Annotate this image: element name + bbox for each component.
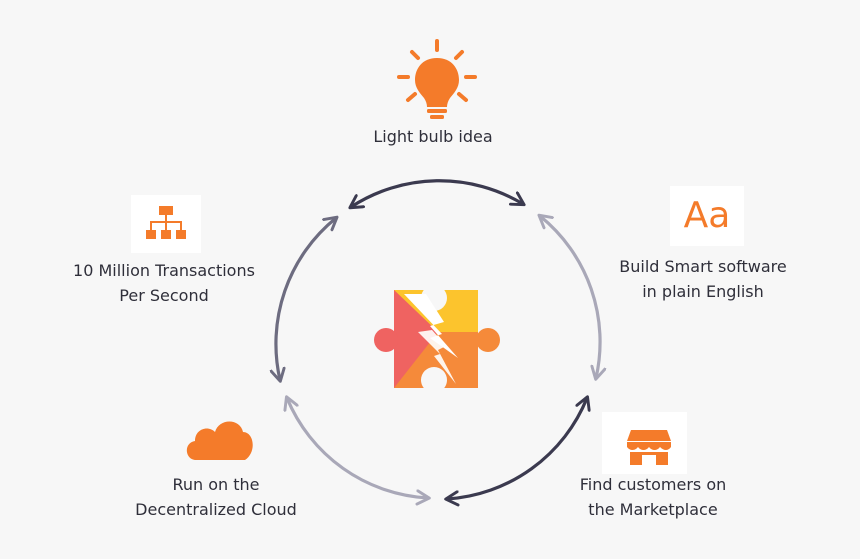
arrow-cloud-to-scale	[287, 398, 428, 498]
node-label-idea: Light bulb idea	[333, 124, 533, 149]
text-aa-icon: Aa	[670, 186, 744, 246]
node-label-scale: 10 Million Transactions Per Second	[54, 258, 274, 308]
arrow-market-to-cloud	[447, 398, 587, 499]
node-label-market: Find customers on the Marketplace	[553, 472, 753, 522]
arrow-scale-to-idea	[276, 218, 336, 380]
node-label-market-line1: Find customers on	[579, 475, 727, 494]
node-label-scale-line2: Per Second	[119, 286, 209, 305]
node-label-build: Build Smart software in plain English	[600, 254, 806, 304]
node-label-scale-line1: 10 Million Transactions	[73, 261, 255, 280]
node-label-cloud: Run on the Decentralized Cloud	[116, 472, 316, 522]
node-label-cloud-line2: Decentralized Cloud	[135, 500, 297, 519]
node-label-build-line1: Build Smart software	[619, 257, 787, 276]
node-label-cloud-line1: Run on the	[172, 475, 260, 494]
text-aa-glyph: Aa	[683, 195, 731, 236]
arrow-idea-to-build	[351, 179, 523, 207]
node-label-market-line2: the Marketplace	[588, 500, 718, 519]
arrow-build-to-market	[540, 216, 600, 378]
node-label-idea-line1: Light bulb idea	[373, 127, 493, 146]
node-label-build-line2: in plain English	[642, 282, 764, 301]
